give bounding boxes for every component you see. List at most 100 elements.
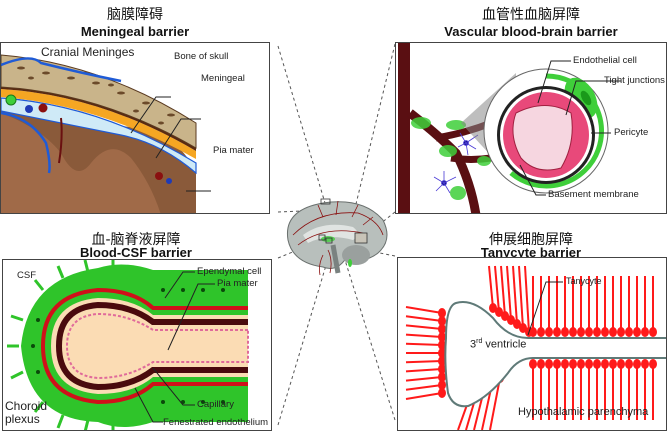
pericyte-cluster [411, 117, 491, 200]
tanycyte-body [633, 359, 641, 369]
tanycyte-body [641, 327, 649, 337]
tanycyte-body [649, 327, 657, 337]
brain-vessels [292, 200, 384, 275]
vein [1, 57, 122, 83]
artery [58, 117, 63, 164]
label-pia-mater-csf: Pia mater [217, 278, 258, 289]
tanycyte-process [506, 265, 512, 321]
tanycyte-body [625, 327, 633, 337]
tanycyte-body [553, 359, 561, 369]
tanycyte-illustration [405, 265, 666, 430]
meningeal-title-en: Meningeal barrier [80, 24, 190, 39]
label-ependymal-cell: Ependymal cell [197, 266, 262, 277]
tanycyte-title-en: Tanycyte barrier [480, 245, 582, 260]
tanycyte-body [545, 327, 553, 337]
tanycyte-body [545, 359, 553, 369]
tanycyte-body [438, 356, 446, 366]
tanycyte-process [405, 384, 443, 391]
tanycyte-process [405, 376, 443, 382]
focus-box-csf [318, 234, 326, 241]
connector-csf-bottom [277, 251, 331, 426]
tanycyte-body [438, 364, 446, 374]
tanycyte-body [438, 316, 446, 326]
tanycyte-body [561, 359, 569, 369]
capillary-lumen [65, 312, 249, 380]
dura-layer [1, 89, 196, 159]
tanycyte-body [649, 359, 657, 369]
capillary-wall [55, 301, 248, 391]
label-tanycyte: Tanycyte [566, 276, 602, 286]
tanycyte-body [585, 359, 593, 369]
tanycyte-body [569, 359, 577, 369]
label-hypothalamic-parenchyma: Hypothalamic parenchyma [518, 406, 649, 418]
tanycyte-process [405, 324, 443, 330]
astrocyte [433, 132, 479, 194]
green-vessel [5, 94, 17, 106]
tanycyte-body [609, 327, 617, 337]
tanycyte-process [405, 306, 443, 314]
vessel-section [25, 105, 33, 113]
tanycyte-process [512, 265, 518, 325]
tanycyte-process [405, 368, 443, 373]
tanycyte-body [438, 372, 446, 382]
tanycyte-body [577, 327, 585, 337]
label-pericyte: Pericyte [614, 127, 649, 138]
connector-vascular-top [354, 43, 396, 209]
tanycyte-body [561, 327, 569, 337]
skull-bone [1, 54, 197, 149]
vascular-title-en: Vascular blood-brain barrier [444, 24, 618, 39]
tanycyte-body [609, 359, 617, 369]
tanycyte-body [438, 332, 446, 342]
connector-meningeal-top [277, 45, 326, 204]
tanycyte-body [501, 311, 509, 321]
vein [1, 111, 51, 174]
tanycyte-body [438, 348, 446, 358]
main-vessel [398, 43, 410, 213]
tanycyte-process [524, 265, 530, 333]
tanycyte-body [519, 323, 527, 333]
vascular-illustration [398, 43, 621, 213]
label-csf: CSF [17, 270, 36, 281]
tanycyte-body [569, 327, 577, 337]
tanycyte-body [513, 319, 521, 329]
tanycyte-body [438, 324, 446, 334]
tanycyte-body [617, 359, 625, 369]
label-meningeal: Meningeal [201, 73, 245, 84]
green-highlight [348, 259, 352, 267]
meningeal-panel: Cranial Meninges Bone of skull Meningeal… [0, 42, 270, 214]
meningeal-illustration [1, 54, 211, 213]
tanycyte-process [518, 265, 524, 329]
label-pia-mater: Pia mater [213, 145, 254, 156]
tanycyte-body [585, 327, 593, 337]
tanycyte-body [537, 327, 545, 337]
corpus-callosum [303, 224, 358, 243]
ependymal-nuclei [31, 288, 225, 404]
tanycyte-body [438, 340, 446, 350]
vessel-section [155, 172, 163, 180]
tanycyte-body [529, 359, 537, 369]
csf-panel: CSF Ependymal cell Pia mater Choroid ple… [2, 259, 272, 431]
tanycyte-body [438, 388, 446, 398]
tanycyte-process [489, 377, 501, 430]
connector-tanycyte-bottom [344, 259, 396, 421]
tanycyte-body [625, 359, 633, 369]
label-basement-membrane: Basement membrane [548, 189, 639, 200]
brainstem [330, 244, 341, 274]
label-capillary: Capillary [197, 399, 234, 410]
label-choroid-plexus: Choroid plexus [5, 399, 48, 426]
tanycyte-body [601, 359, 609, 369]
tanycyte-body [507, 315, 515, 325]
pia-mater-line [40, 287, 248, 405]
tanycyte-body [489, 303, 497, 313]
ependymal-villi [7, 260, 115, 430]
vessel-section [166, 178, 172, 184]
tanycyte-process [405, 333, 443, 338]
tanycyte-body [641, 359, 649, 369]
label-third-ventricle: 3rd ventricle [470, 338, 527, 351]
tanycyte-process [405, 342, 443, 346]
label-fenestrated-endothelium: Fenestrated endothelium [163, 417, 269, 428]
choroid-highlight [321, 236, 335, 242]
label-bone-of-skull: Bone of skull [174, 51, 229, 62]
tanycyte-panel: Tanycyte 3rd ventricle Hypothalamic pare… [397, 257, 667, 431]
csf-title-zh: 血-脑脊液屏障 [91, 232, 181, 248]
